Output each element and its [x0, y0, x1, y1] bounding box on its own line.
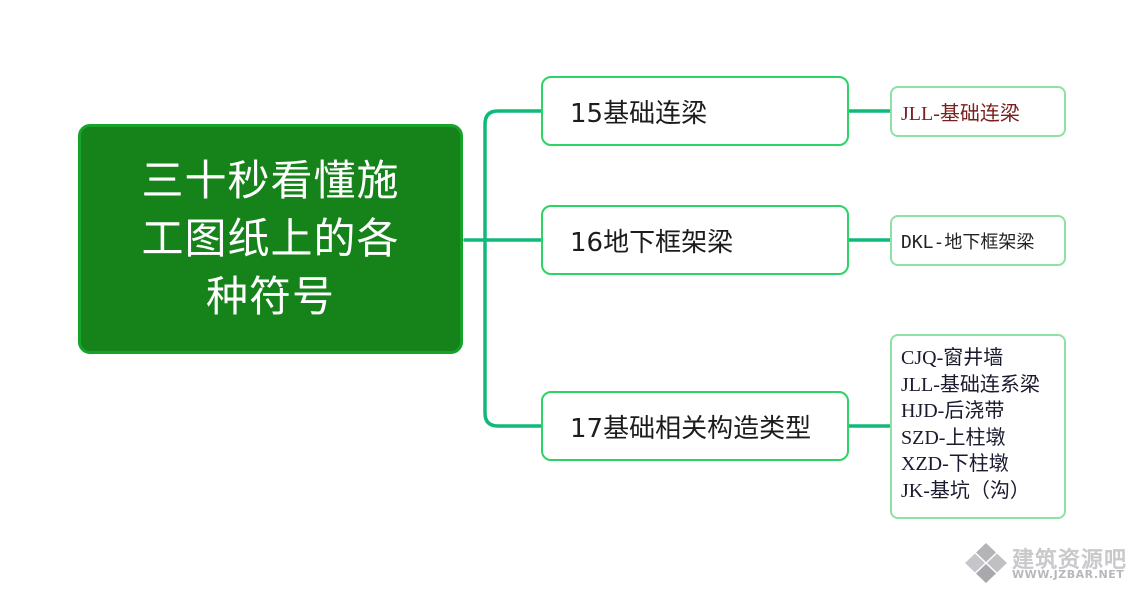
- branch-node-15[interactable]: 15基础连梁: [541, 76, 849, 146]
- leaf-node-16[interactable]: DKL-地下框架梁: [890, 215, 1066, 266]
- leaf-line: SZD-上柱墩: [901, 426, 1006, 449]
- leaf-text: DKL-地下框架梁: [901, 231, 1035, 253]
- leaf-line: HJD-后浇带: [901, 400, 1005, 423]
- branch-node-17[interactable]: 17基础相关构造类型: [541, 391, 849, 461]
- leaf-line: JK-基坑（沟）: [901, 479, 1030, 502]
- diamond-logo-icon: [962, 540, 1010, 586]
- watermark-url: WWW.JZBAR.NET: [1012, 568, 1125, 581]
- connector-branch-15: [483, 109, 543, 242]
- branch-label-15: 15基础连梁: [570, 98, 708, 129]
- root-node[interactable]: 三十秒看懂施工图纸上的各种符号: [78, 124, 463, 354]
- leaf-line: JLL-基础连系梁: [901, 373, 1040, 396]
- branch-label-16: 16地下框架梁: [570, 227, 734, 258]
- branch-label-17: 17基础相关构造类型: [570, 413, 812, 444]
- leaf-text: JLL-基础连梁: [901, 103, 1020, 125]
- leaf-node-17[interactable]: CJQ-窗井墙 JLL-基础连系梁 HJD-后浇带 SZD-上柱墩 XZD-下柱…: [890, 334, 1066, 519]
- leaf-line: XZD-下柱墩: [901, 453, 1009, 476]
- watermark: 建筑资源吧 WWW.JZBAR.NET: [962, 540, 1140, 586]
- leaf-line: CJQ-窗井墙: [901, 347, 1004, 369]
- leaf-node-15[interactable]: JLL-基础连梁: [890, 86, 1066, 137]
- branch-node-16[interactable]: 16地下框架梁: [541, 205, 849, 275]
- watermark-name: 建筑资源吧: [1012, 548, 1128, 573]
- connector-branch-17: [483, 238, 543, 428]
- root-title: 三十秒看懂施工图纸上的各种符号: [141, 156, 400, 321]
